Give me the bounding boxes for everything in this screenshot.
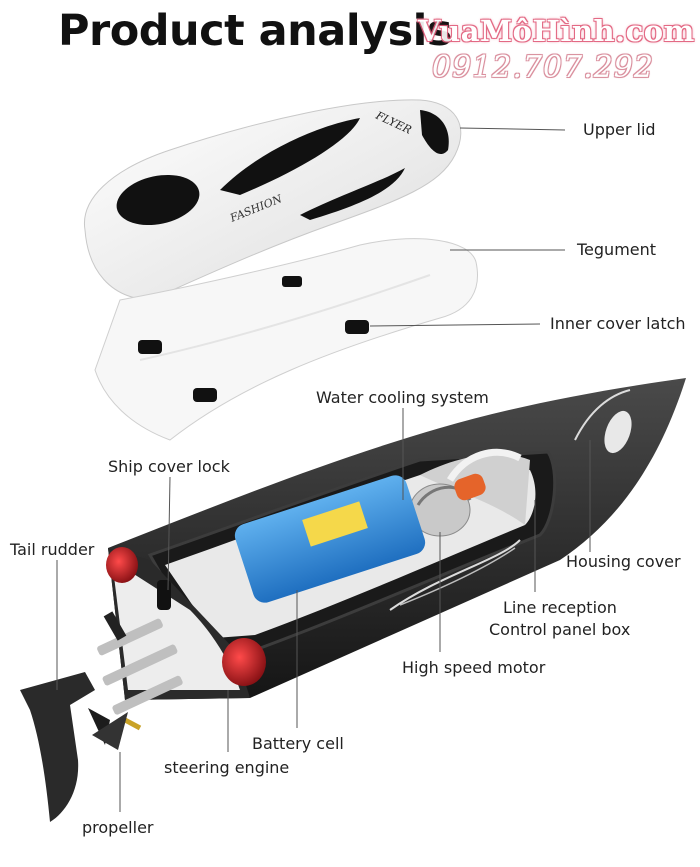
label-line-reception: Line reception	[503, 598, 617, 617]
label-tail-rudder: Tail rudder	[10, 540, 95, 559]
latch-top	[282, 276, 302, 287]
drive-assembly	[20, 611, 183, 822]
label-steering-engine: steering engine	[164, 758, 290, 777]
label-water-cooling-system: Water cooling system	[316, 388, 489, 407]
leader-lines	[56, 127, 591, 812]
page-title: Product analysis	[58, 6, 453, 56]
label-tegument: Tegument	[577, 240, 657, 259]
tail-rudder-blade	[20, 672, 95, 822]
taillight-left	[106, 547, 138, 583]
label-battery-cell: Battery cell	[252, 734, 344, 753]
label-inner-cover-latch: Inner cover latch	[550, 314, 686, 333]
upper-lid: FLYER FASHION	[83, 99, 462, 301]
latch-left	[138, 340, 162, 354]
boat-hull	[106, 378, 686, 700]
taillight-right	[222, 638, 266, 686]
cover-lock-knob	[157, 580, 171, 610]
latch-right	[345, 320, 369, 334]
label-control-panel-box: Control panel box	[489, 620, 631, 639]
label-ship-cover-lock: Ship cover lock	[108, 457, 230, 476]
label-upper-lid: Upper lid	[583, 120, 656, 139]
watermark-site: VuaMôHình.com	[418, 14, 695, 48]
latch-bottom	[193, 388, 217, 402]
label-housing-cover: Housing cover	[566, 552, 681, 571]
tegument-panel	[94, 238, 478, 441]
label-high-speed-motor: High speed motor	[402, 658, 546, 677]
label-propeller: propeller	[82, 818, 154, 837]
watermark-phone: 0912.707.292	[432, 50, 654, 85]
